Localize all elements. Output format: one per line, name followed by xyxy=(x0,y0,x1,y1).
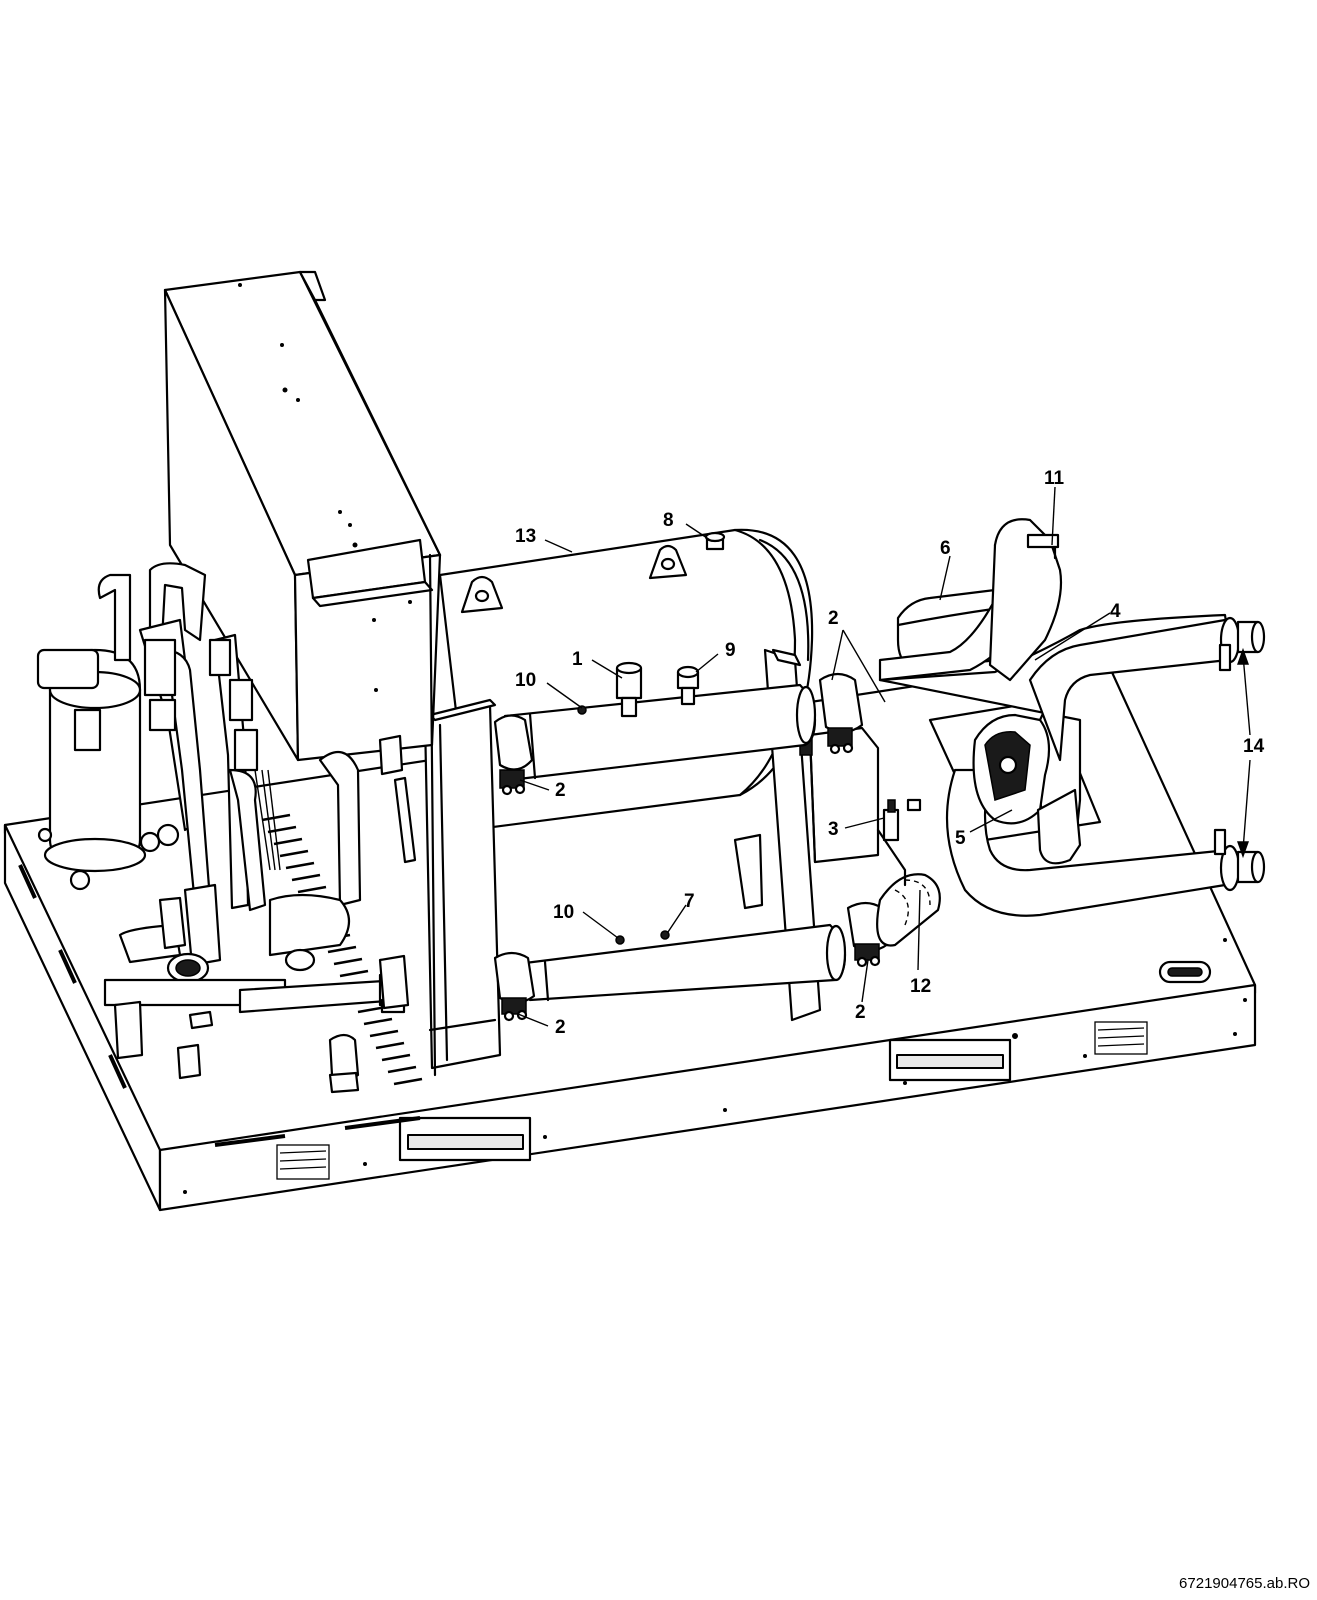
electrical-cabinet xyxy=(163,270,442,1077)
drawing-reference: 6721904765.ab.RO xyxy=(1179,1575,1310,1592)
callout-10-lower: 10 xyxy=(553,902,574,923)
base-frame xyxy=(3,655,1257,1212)
leader-lines xyxy=(517,486,1251,1027)
callout-12: 12 xyxy=(910,976,931,997)
callout-2-lower-left: 2 xyxy=(555,1017,566,1038)
callout-4: 4 xyxy=(1110,601,1121,622)
callout-6: 6 xyxy=(940,538,951,559)
sensor xyxy=(876,799,907,887)
callout-9: 9 xyxy=(725,640,736,661)
callouts: 13 8 1 9 10 2 2 3 4 6 11 5 10 7 2 12 2 1… xyxy=(515,468,1265,1038)
callout-13: 13 xyxy=(515,526,536,547)
callout-2-lower-right: 2 xyxy=(855,1002,866,1023)
callout-11: 11 xyxy=(1044,468,1065,489)
flexible-hose xyxy=(876,873,941,947)
lower-header-pipe xyxy=(493,901,890,1022)
callout-1: 1 xyxy=(572,649,583,670)
callout-3: 3 xyxy=(828,819,839,840)
upper-header-pipe xyxy=(493,661,864,796)
callout-5: 5 xyxy=(955,828,966,849)
callout-2-upper-right: 2 xyxy=(828,608,839,629)
callout-14: 14 xyxy=(1243,736,1265,757)
header-plate xyxy=(423,698,502,1070)
right-piping xyxy=(878,518,1266,917)
callout-10-upper: 10 xyxy=(515,670,536,691)
refrigerant-piping xyxy=(97,562,417,1094)
compressor xyxy=(36,648,161,891)
callout-8: 8 xyxy=(663,510,674,531)
callout-2-upper-left: 2 xyxy=(555,780,566,801)
callout-7: 7 xyxy=(684,891,695,912)
